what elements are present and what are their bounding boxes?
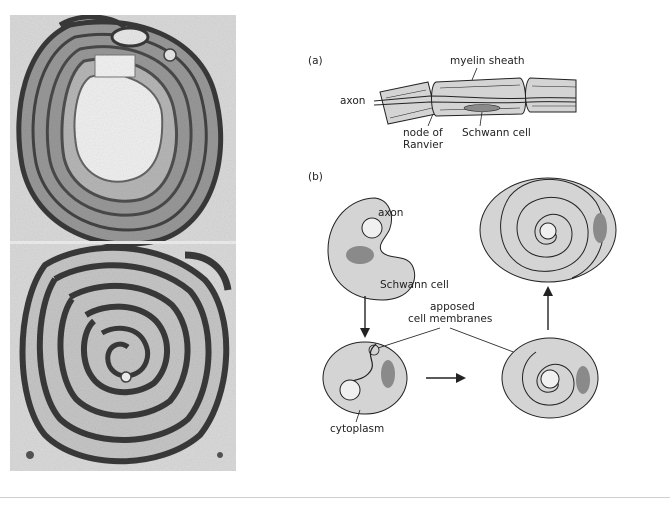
micrograph-bottom-spiral-myelin bbox=[19, 244, 232, 465]
arrow-up bbox=[543, 286, 553, 330]
stage2-schwann-cell: cytoplasm bbox=[322, 341, 408, 435]
axon-label-b: axon bbox=[378, 207, 403, 219]
panel-a: (a) myelin sheath axon node of Ranvier S… bbox=[308, 55, 577, 151]
arrow-down bbox=[360, 296, 370, 338]
stage1-axon bbox=[361, 217, 383, 239]
stage4-nucleus bbox=[593, 213, 607, 243]
cytoplasm-label: cytoplasm bbox=[330, 423, 384, 435]
stage3-axon bbox=[540, 369, 560, 389]
myelinated-axon-segments bbox=[379, 77, 577, 125]
stage2-axon bbox=[339, 379, 361, 401]
axon-line bbox=[373, 95, 577, 106]
apposed-label-line2: cell membranes bbox=[408, 313, 492, 325]
stage3-nucleus bbox=[576, 366, 590, 394]
schwann-cell-label-b: Schwann cell bbox=[380, 279, 449, 291]
stage4-axon bbox=[539, 222, 557, 240]
stage4-myelinated-axon bbox=[479, 177, 617, 283]
myelin-sheath-label: myelin sheath bbox=[450, 55, 525, 67]
schwann-cell-pointer-a bbox=[479, 111, 483, 127]
micrograph-divider bbox=[10, 241, 236, 244]
axon-label-a: axon bbox=[340, 95, 365, 107]
node-of-ranvier-label-line1: node of bbox=[403, 127, 443, 139]
micrograph-top-myelinated-axon bbox=[16, 15, 224, 247]
schwann-cell-label-a: Schwann cell bbox=[462, 127, 531, 139]
stage2-nucleus bbox=[381, 360, 395, 388]
schwann-cell-diagram: (a) myelin sheath axon node of Ranvier S… bbox=[308, 55, 617, 435]
stage3-schwann-cell bbox=[501, 337, 599, 419]
apposed-label-line1: apposed bbox=[430, 301, 475, 313]
node-of-ranvier-pointer bbox=[427, 113, 434, 127]
panel-a-label: (a) bbox=[308, 55, 323, 67]
myelin-sheath-pointer bbox=[471, 67, 478, 81]
electron-micrograph bbox=[10, 15, 236, 471]
schwann-cell-nucleus-a bbox=[463, 104, 501, 112]
panel-b-label: (b) bbox=[308, 171, 323, 183]
apposed-pointer-left bbox=[377, 327, 441, 349]
node-of-ranvier-label-line2: Ranvier bbox=[403, 139, 444, 151]
stage1-nucleus bbox=[346, 246, 374, 264]
panel-b: (b) axon Schwann cell cytoplasm bbox=[308, 171, 617, 435]
footer-rule bbox=[0, 497, 670, 498]
apposed-pointer-right bbox=[449, 327, 525, 357]
arrow-right bbox=[426, 373, 466, 383]
stage1-schwann-cell: axon Schwann cell bbox=[327, 197, 449, 301]
apposed-marker-left bbox=[368, 344, 380, 356]
